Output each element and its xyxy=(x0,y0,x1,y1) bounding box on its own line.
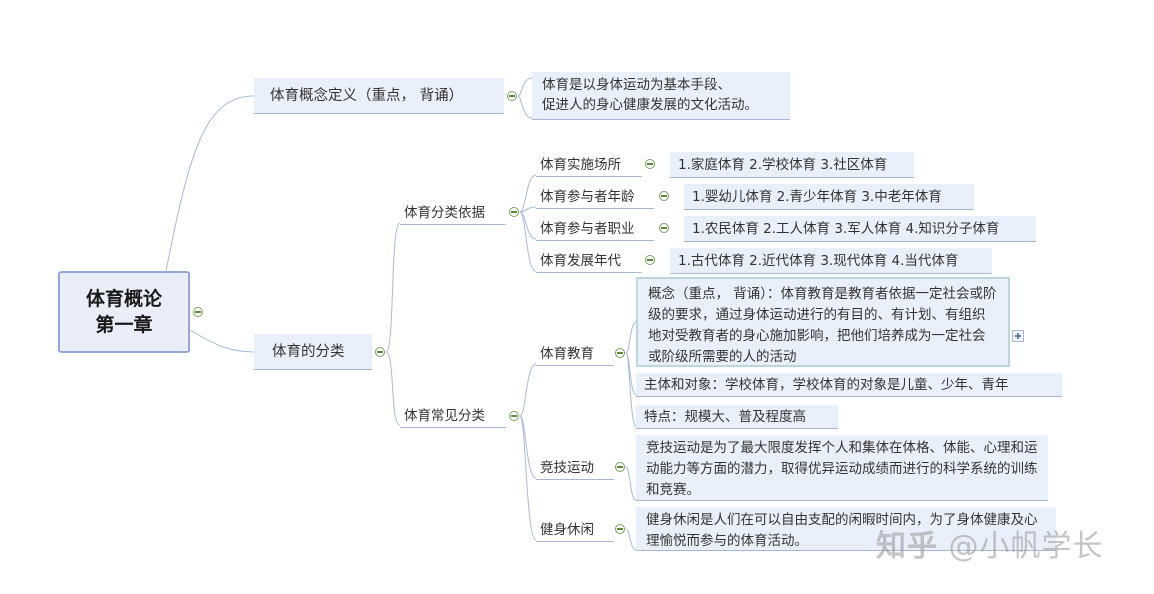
pe-node[interactable]: 体育教育 xyxy=(536,342,614,366)
leisure-node[interactable]: 健身休闲 xyxy=(536,518,614,542)
collapse-icon[interactable] xyxy=(375,347,385,357)
collapse-icon[interactable] xyxy=(509,411,519,421)
definition-text-line1: 体育是以身体运动为基本手段、 xyxy=(542,77,731,93)
basis-value-age[interactable]: 1.婴幼儿体育 2.青少年体育 3.中老年体育 xyxy=(684,184,974,210)
pe-label: 体育教育 xyxy=(540,345,594,362)
basis-value-text: 1.家庭体育 2.学校体育 3.社区体育 xyxy=(678,156,888,173)
basis-value-text: 1.农民体育 2.工人体育 3.军人体育 4.知识分子体育 xyxy=(692,220,1000,237)
definition-label: 体育概念定义（重点， 背诵） xyxy=(270,87,464,104)
leisure-label: 健身休闲 xyxy=(540,521,594,538)
pe-concept-node[interactable]: 概念（重点， 背诵）：体育教育是教育者依据一定社会或阶级的要求，通过身体运动进行… xyxy=(636,277,1010,367)
common-node[interactable]: 体育常见分类 xyxy=(400,404,506,428)
basis-item-era[interactable]: 体育发展年代 xyxy=(536,249,642,273)
collapse-icon[interactable] xyxy=(507,91,517,101)
leisure-text: 健身休闲是人们在可以自由支配的闲暇时间内，为了身体健康及心理愉悦而参与的体育活动… xyxy=(646,512,1038,549)
basis-item-venue[interactable]: 体育实施场所 xyxy=(536,153,642,177)
basis-value-venue[interactable]: 1.家庭体育 2.学校体育 3.社区体育 xyxy=(670,152,914,178)
collapse-icon[interactable] xyxy=(659,223,669,233)
sport-node[interactable]: 竞技运动 xyxy=(536,456,614,480)
sport-text-node[interactable]: 竞技运动是为了最大限度发挥个人和集体在体格、体能、心理和运动能力等方面的潜力，取… xyxy=(636,435,1048,501)
root-node[interactable]: 体育概论 第一章 xyxy=(58,271,190,353)
collapse-icon[interactable] xyxy=(193,307,203,317)
basis-item-label: 体育发展年代 xyxy=(540,252,621,269)
basis-value-occupation[interactable]: 1.农民体育 2.工人体育 3.军人体育 4.知识分子体育 xyxy=(684,216,1036,242)
definition-node[interactable]: 体育概念定义（重点， 背诵） xyxy=(254,78,504,114)
pe-features-text: 特点：规模大、普及程度高 xyxy=(644,408,806,425)
collapse-icon[interactable] xyxy=(645,159,655,169)
definition-text-node[interactable]: 体育是以身体运动为基本手段、 促进人的身心健康发展的文化活动。 xyxy=(532,72,790,120)
watermark: 知乎 @小帆学长 xyxy=(876,527,1104,567)
expand-icon[interactable] xyxy=(1012,330,1024,342)
basis-node[interactable]: 体育分类依据 xyxy=(400,201,506,225)
basis-item-label: 体育实施场所 xyxy=(540,156,621,173)
definition-text-line2: 促进人的身心健康发展的文化活动。 xyxy=(542,97,758,113)
collapse-icon[interactable] xyxy=(615,462,625,472)
classification-node[interactable]: 体育的分类 xyxy=(254,334,372,370)
sport-text: 竞技运动是为了最大限度发挥个人和集体在体格、体能、心理和运动能力等方面的潜力，取… xyxy=(646,440,1038,498)
basis-value-era[interactable]: 1.古代体育 2.近代体育 3.现代体育 4.当代体育 xyxy=(670,248,992,274)
pe-subject-node[interactable]: 主体和对象：学校体育，学校体育的对象是儿童、少年、青年 xyxy=(636,373,1062,397)
basis-value-text: 1.婴幼儿体育 2.青少年体育 3.中老年体育 xyxy=(692,188,942,205)
collapse-icon[interactable] xyxy=(615,524,625,534)
watermark-handle: @小帆学长 xyxy=(948,529,1104,564)
pe-features-node[interactable]: 特点：规模大、普及程度高 xyxy=(636,405,838,429)
basis-item-occupation[interactable]: 体育参与者职业 xyxy=(536,217,654,241)
leisure-text-node[interactable]: 健身休闲是人们在可以自由支配的闲暇时间内，为了身体健康及心理愉悦而参与的体育活动… xyxy=(636,507,1056,551)
collapse-icon[interactable] xyxy=(645,255,655,265)
common-label: 体育常见分类 xyxy=(404,407,485,424)
collapse-icon[interactable] xyxy=(509,207,519,217)
basis-item-label: 体育参与者职业 xyxy=(540,220,635,237)
collapse-icon[interactable] xyxy=(615,348,625,358)
classification-label: 体育的分类 xyxy=(272,343,345,360)
collapse-icon[interactable] xyxy=(659,191,669,201)
root-title: 体育概论 xyxy=(85,288,162,310)
basis-label: 体育分类依据 xyxy=(404,204,485,221)
watermark-logo: 知乎 xyxy=(876,529,938,564)
basis-item-label: 体育参与者年龄 xyxy=(540,188,635,205)
basis-item-age[interactable]: 体育参与者年龄 xyxy=(536,185,654,209)
basis-value-text: 1.古代体育 2.近代体育 3.现代体育 4.当代体育 xyxy=(678,252,959,269)
root-subtitle: 第一章 xyxy=(95,314,153,336)
pe-concept-text: 概念（重点， 背诵）：体育教育是教育者依据一定社会或阶级的要求，通过身体运动进行… xyxy=(648,286,997,365)
pe-subject-text: 主体和对象：学校体育，学校体育的对象是儿童、少年、青年 xyxy=(644,376,1009,393)
sport-label: 竞技运动 xyxy=(540,459,594,476)
